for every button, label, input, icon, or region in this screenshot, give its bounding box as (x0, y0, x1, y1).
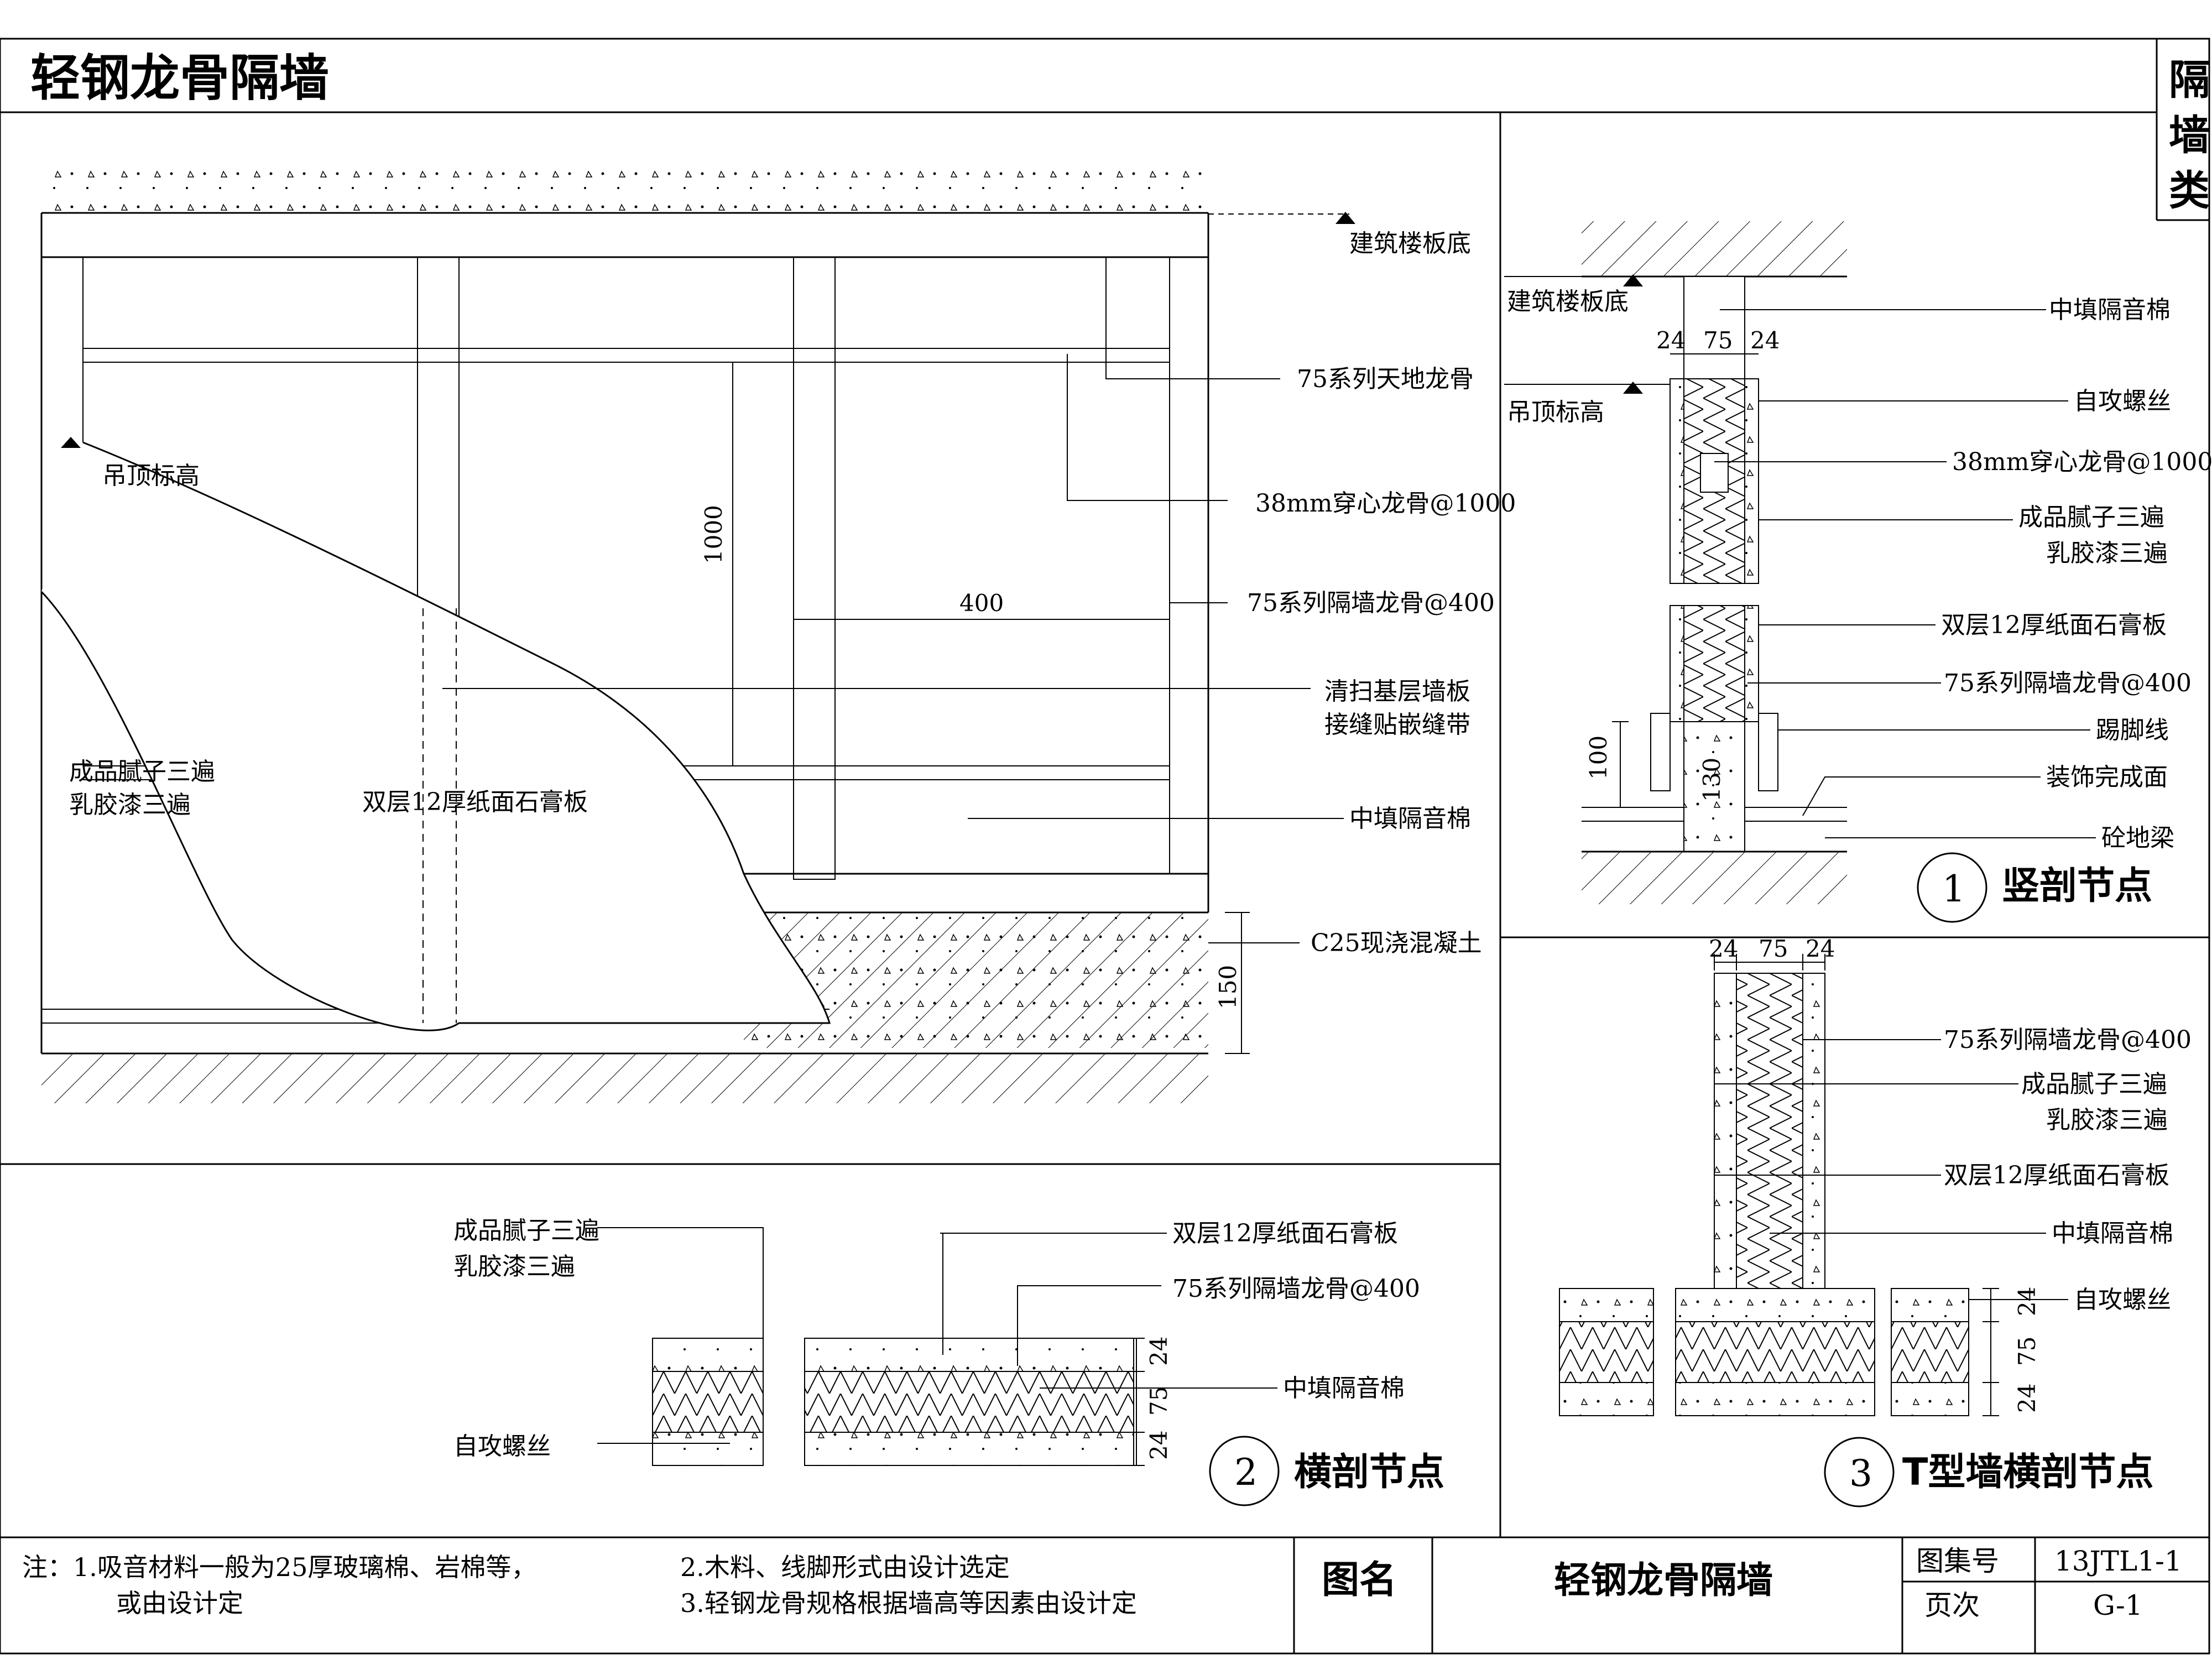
v-label-stud: 75系列隔墙龙骨@400 (1944, 669, 2192, 697)
t-wall-section-drawing: 24 75 24 24 75 24 75系列隔墙龙骨@400 成品腻子三遍 乳胶… (1559, 935, 2192, 1507)
t-dim-left: 24 (1709, 935, 1738, 962)
page-label: 页次 (1924, 1589, 1980, 1621)
h-label-insulation: 中填隔音棉 (1283, 1374, 1405, 1402)
detail-3-caption: T型墙横剖节点 (1902, 1451, 2153, 1494)
label-insulation: 中填隔音棉 (1349, 805, 1471, 833)
t-dim-mid: 75 (1759, 935, 1788, 962)
label-through-stud: 38mm穿心龙骨@1000 (1255, 489, 1516, 518)
category-char-1: 隔 (2169, 56, 2210, 104)
sheet-title: 轻钢龙骨隔墙 (30, 49, 329, 107)
v-label-beam: 砼地梁 (2101, 824, 2174, 852)
t-label-insulation: 中填隔音棉 (2052, 1219, 2173, 1248)
t-label-screw: 自攻螺丝 (2074, 1286, 2171, 1314)
h-label-stud: 75系列隔墙龙骨@400 (1172, 1275, 1420, 1303)
detail-2-caption: 横剖节点 (1294, 1451, 1444, 1494)
atlas-number: 13JTL1-1 (2054, 1545, 2182, 1577)
v-label-slab-bottom: 建筑楼板底 (1507, 288, 1629, 316)
t-label-latex: 乳胶漆三遍 (2046, 1106, 2168, 1134)
note-2: 2.木料、线脚形式由设计选定 (680, 1552, 1010, 1582)
v-label-screw: 自攻螺丝 (2074, 387, 2171, 415)
v-dim-100: 100 (1585, 735, 1612, 780)
v-label-skirting: 踢脚线 (2096, 716, 2169, 744)
v-label-through-stud: 38mm穿心龙骨@1000 (1952, 448, 2212, 476)
name-label: 图名 (1322, 1558, 1397, 1602)
t-label-putty: 成品腻子三遍 (2021, 1070, 2167, 1098)
v-label-insulation: 中填隔音棉 (2049, 296, 2171, 324)
note-1a: 注：1.吸音材料一般为25厚玻璃棉、岩棉等， (22, 1552, 536, 1582)
vertical-section-drawing: 建筑楼板底 吊顶标高 中填隔音棉 自攻螺丝 38mm穿心龙骨@1000 成品腻子… (1504, 221, 2212, 923)
horizontal-section-drawing: 成品腻子三遍 乳胶漆三遍 双层12厚纸面石膏板 75系列隔墙龙骨@400 中填隔… (453, 1217, 1444, 1506)
h-label-latex: 乳胶漆三遍 (453, 1253, 575, 1281)
note-1b: 或由设计定 (116, 1588, 243, 1618)
detail-1-number: 1 (1942, 868, 1965, 910)
label-concrete: C25现浇混凝土 (1311, 929, 1482, 957)
dim-150: 150 (1214, 965, 1241, 1009)
dim-400: 400 (959, 589, 1004, 617)
v-dim-left: 24 (1656, 327, 1686, 354)
h-label-screw: 自攻螺丝 (453, 1432, 551, 1460)
t-label-gypsum: 双层12厚纸面石膏板 (1944, 1161, 2169, 1190)
sheet-frame (0, 38, 2210, 1655)
t-dim-vbottom: 24 (2013, 1384, 2041, 1413)
v-label-ceiling-level: 吊顶标高 (1507, 398, 1604, 426)
h-label-putty: 成品腻子三遍 (453, 1217, 599, 1245)
label-latex: 乳胶漆三遍 (69, 791, 191, 819)
v-label-latex: 乳胶漆三遍 (2046, 539, 2168, 567)
category-char-2: 墙 (2169, 112, 2210, 159)
h-dim-top: 24 (1145, 1337, 1172, 1366)
detail-2-number: 2 (1234, 1451, 1258, 1494)
label-clean-board-1: 清扫基层墙板 (1324, 677, 1470, 706)
detail-1-caption: 竖剖节点 (2002, 864, 2152, 908)
v-label-finish: 装饰完成面 (2046, 763, 2168, 791)
label-slab-bottom: 建筑楼板底 (1349, 229, 1471, 258)
category-char-3: 类 (2169, 167, 2210, 215)
h-dim-mid: 75 (1145, 1386, 1172, 1416)
label-ceiling-level: 吊顶标高 (102, 462, 200, 490)
dim-1000: 1000 (700, 505, 727, 564)
note-3: 3.轻钢龙骨规格根据墙高等因素由设计定 (680, 1588, 1137, 1618)
label-partition-stud: 75系列隔墙龙骨@400 (1247, 589, 1495, 617)
t-dim-vtop: 24 (2013, 1287, 2041, 1316)
h-label-gypsum: 双层12厚纸面石膏板 (1172, 1219, 1398, 1248)
t-dim-vmid: 75 (2013, 1337, 2041, 1366)
label-gypsum: 双层12厚纸面石膏板 (362, 788, 588, 816)
v-dim-130: 130 (1698, 758, 1725, 802)
t-dim-right: 24 (1806, 935, 1835, 962)
page-number: G-1 (2093, 1589, 2143, 1621)
label-floor-track: 75系列天地龙骨 (1297, 365, 1474, 393)
atlas-label: 图集号 (1916, 1545, 1999, 1577)
detail-3-number: 3 (1849, 1452, 1872, 1495)
v-label-gypsum: 双层12厚纸面石膏板 (1941, 611, 2167, 639)
v-label-putty: 成品腻子三遍 (2018, 503, 2164, 531)
label-putty: 成品腻子三遍 (69, 758, 215, 786)
h-dim-bottom: 24 (1145, 1431, 1172, 1460)
drawing-name: 轻钢龙骨隔墙 (1554, 1558, 1773, 1601)
elevation-drawing: 建筑楼板底 75系列天地龙骨 38mm穿心龙骨@1000 75系列隔墙龙骨@40… (40, 166, 1516, 1103)
v-dim-right: 24 (1750, 327, 1780, 354)
title-block: 注：1.吸音材料一般为25厚玻璃棉、岩棉等， 或由设计定 2.木料、线脚形式由设… (22, 1537, 2209, 1653)
label-clean-board-2: 接缝贴嵌缝带 (1324, 711, 1470, 739)
v-dim-mid: 75 (1703, 327, 1733, 354)
t-label-stud: 75系列隔墙龙骨@400 (1944, 1026, 2192, 1054)
